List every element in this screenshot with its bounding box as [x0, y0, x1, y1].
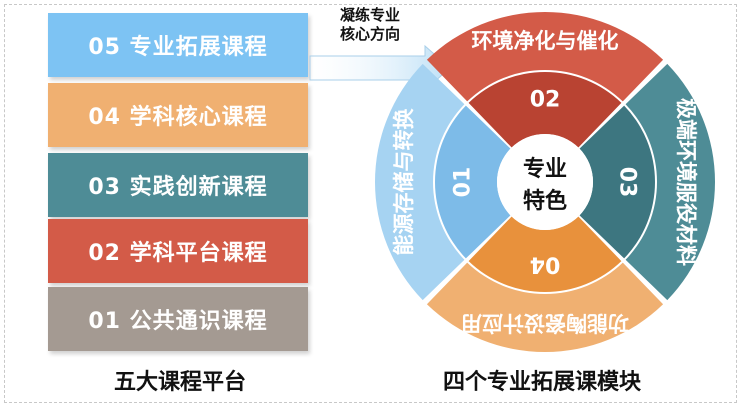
course-block-01: 01 公共通识课程	[48, 287, 308, 351]
module-name-02: 环境净化与催化	[472, 29, 619, 53]
module-number-01: 01	[451, 167, 476, 198]
course-block-05: 05 专业拓展课程	[48, 13, 308, 77]
inner-sector-03	[579, 105, 655, 259]
inner-sector-04	[468, 216, 622, 292]
module-number-03: 03	[615, 167, 640, 198]
platform-title: 五大课程平台	[114, 370, 247, 395]
outer-frame	[4, 4, 737, 403]
module-name-03: 极端环境服役材料	[674, 98, 698, 266]
outer-sector-04	[426, 262, 664, 353]
course-block-03: 03 实践创新课程	[48, 153, 308, 217]
module-number-04: 04	[530, 252, 561, 277]
inner-sector-01	[435, 105, 511, 259]
module-name-04: 功能陶瓷设计应用	[461, 311, 629, 335]
arrow-label-line2: 核心方向	[339, 25, 400, 43]
center-circle	[497, 134, 593, 230]
center-text-line2: 特色	[523, 188, 567, 214]
module-number-02: 02	[530, 88, 561, 113]
module-name-01: 能源存储与转换	[392, 108, 416, 256]
center-text-line1: 专业	[523, 156, 567, 182]
arrow-label: 凝练专业 核心方向	[322, 6, 418, 44]
outer-sector-02	[426, 11, 664, 102]
outer-sector-03	[625, 63, 715, 301]
module-wheel: 专业 特色 环境净化与催化 02 极端环境服役材料 03 功能陶瓷设计应用 04 能源存储与…	[374, 11, 715, 353]
course-block-02: 02 学科平台课程	[48, 219, 308, 283]
modules-title: 四个专业拓展课模块	[443, 370, 642, 395]
outer-sector-01	[374, 63, 465, 301]
course-block-04: 04 学科核心课程	[48, 83, 308, 147]
inner-sector-02	[468, 72, 622, 148]
arrow-label-line1: 凝练专业	[339, 6, 400, 24]
